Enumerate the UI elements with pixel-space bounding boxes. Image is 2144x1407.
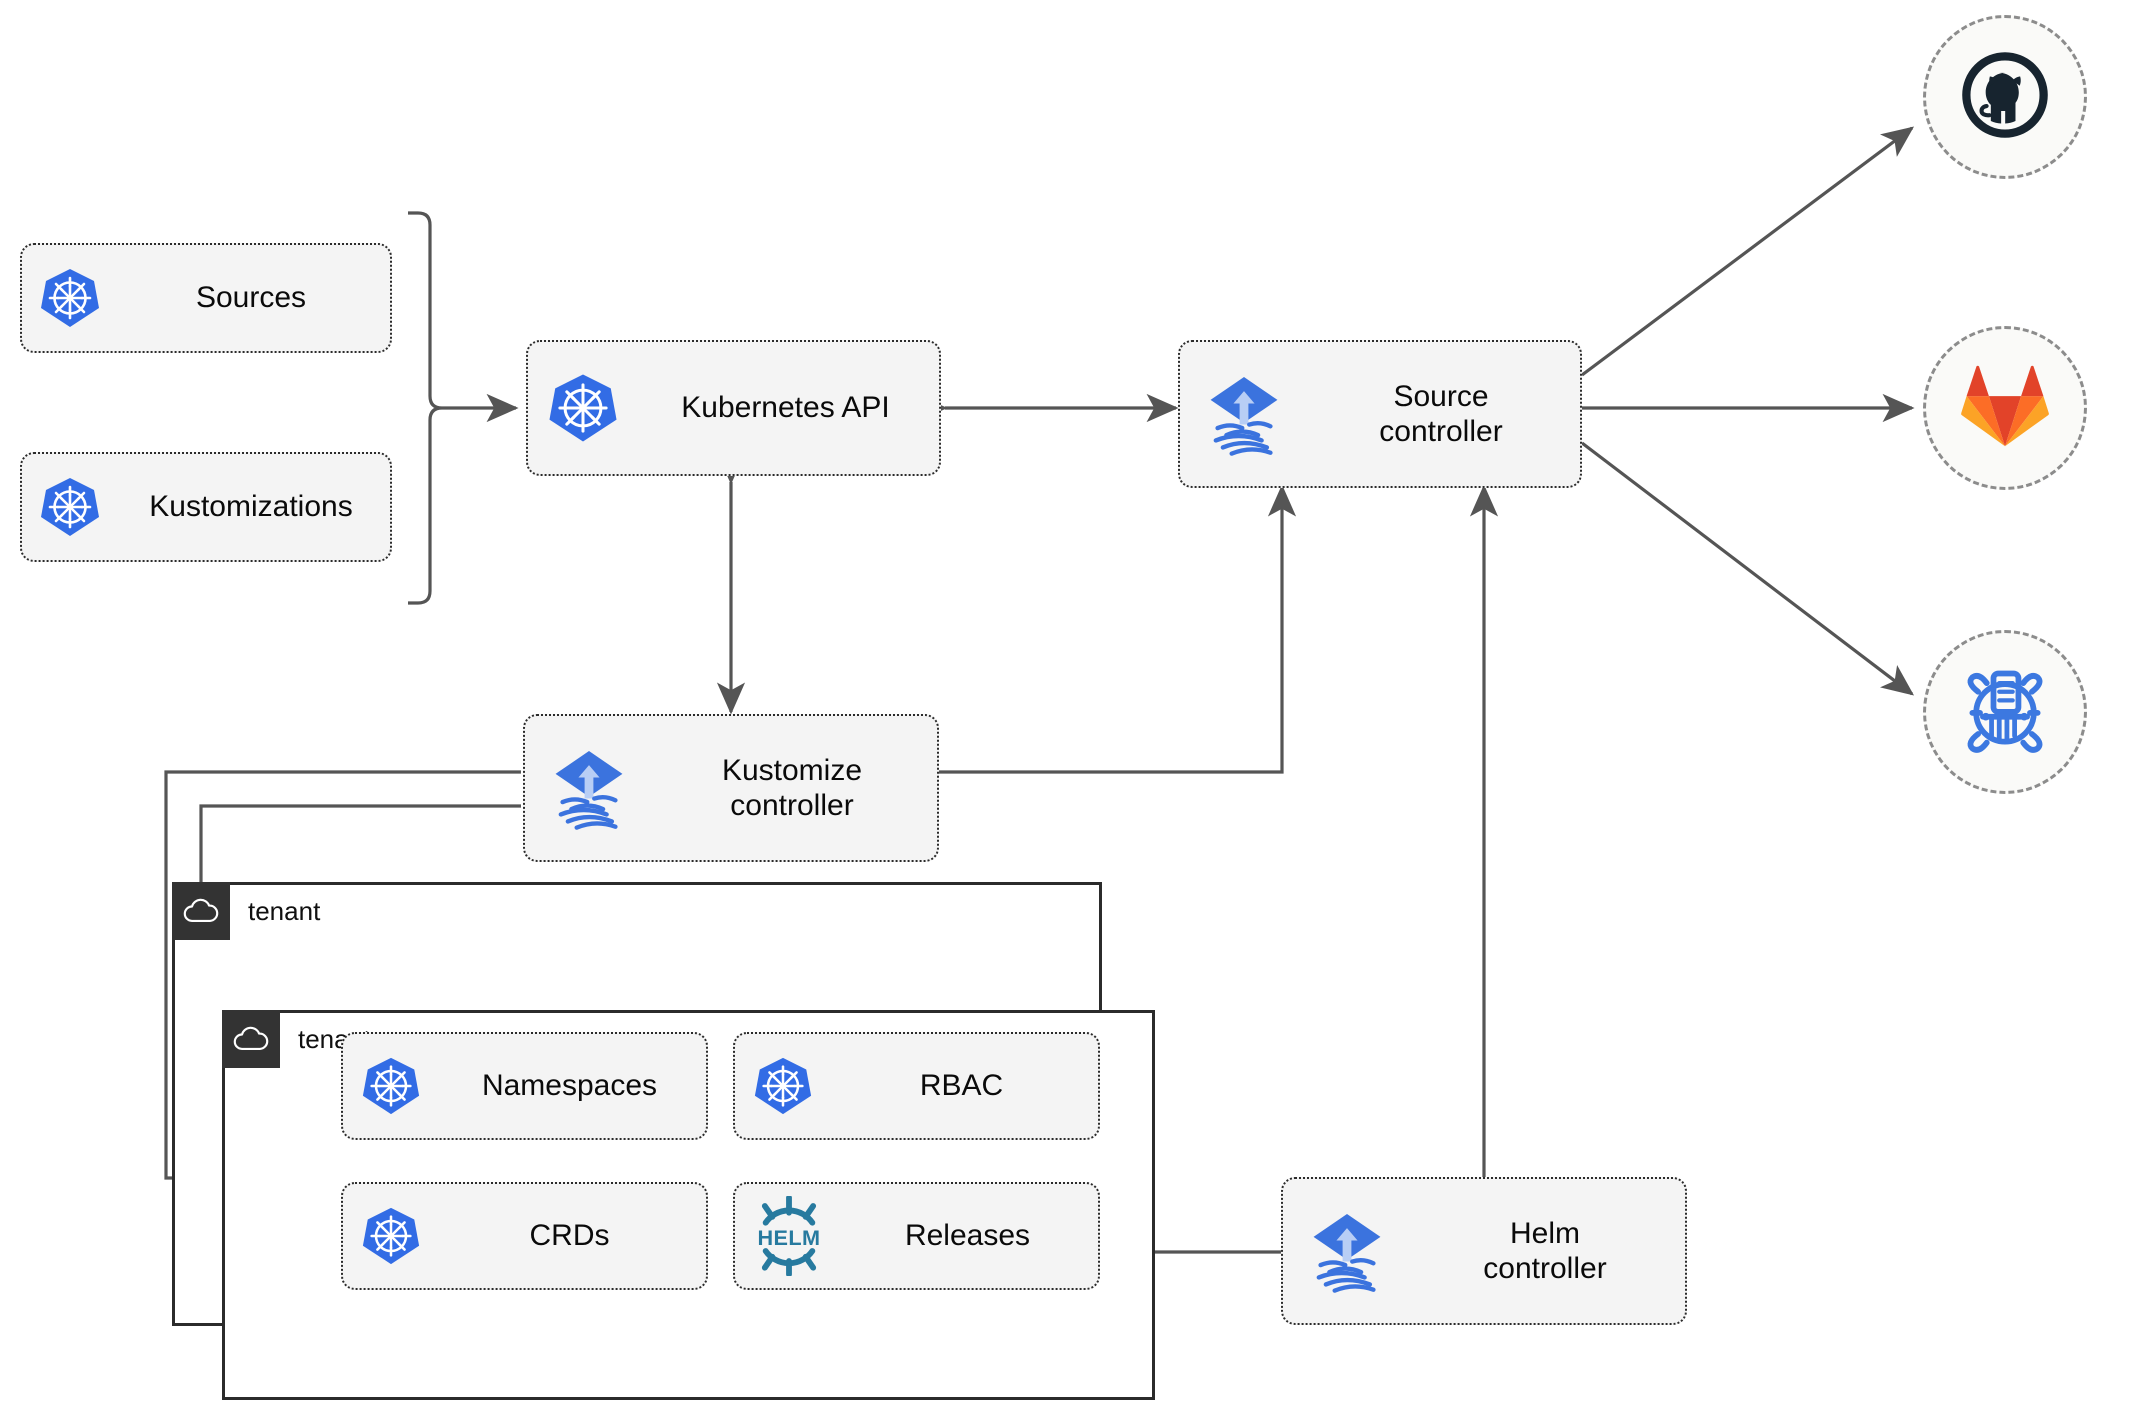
kubernetes-icon [343,1205,439,1267]
node-label: Source controller [1379,379,1503,448]
kubernetes-icon [735,1055,831,1117]
helm-icon: HELM [735,1196,843,1276]
svg-text:HELM: HELM [757,1225,820,1250]
cloud-icon [172,882,230,940]
node-helm-controller[interactable]: Helm controller [1281,1177,1687,1325]
tenant-resource-crds[interactable]: CRDs [341,1182,708,1290]
resource-box-sources[interactable]: Sources [20,243,392,353]
node-label: Kubernetes API [681,391,890,425]
flux-icon [1180,370,1308,458]
provider-helm-repository[interactable] [1923,630,2087,794]
tenant-resource-label: Namespaces [481,1069,658,1103]
kubernetes-icon [343,1055,439,1117]
kubernetes-icon [22,266,118,330]
tenant-label: tenant [248,895,321,926]
gitlab-icon [1960,364,2050,453]
node-source-controller[interactable]: Source controller [1178,340,1582,488]
github-icon [1959,49,2051,146]
node-label: Kustomize controller [721,753,863,822]
resource-box-kustomizations[interactable]: Kustomizations [20,452,392,562]
provider-gitlab[interactable] [1923,326,2087,490]
tenant-resource-label: RBAC [919,1069,1004,1103]
cloud-icon [222,1010,280,1068]
tenant-resource-namespaces[interactable]: Namespaces [341,1032,708,1140]
resource-label: Kustomizations [149,490,353,524]
helm-repository-icon [1957,662,2053,763]
tenant-resource-releases[interactable]: HELM Releases [733,1182,1100,1290]
tenant-resource-label: CRDs [529,1219,610,1253]
provider-github[interactable] [1923,15,2087,179]
kubernetes-icon [528,371,638,445]
node-kubernetes-api[interactable]: Kubernetes API [526,340,941,476]
tenant-resource-label: Releases [904,1219,1031,1253]
flux-icon [525,744,653,832]
tenant-resource-rbac[interactable]: RBAC [733,1032,1100,1140]
node-label: Helm controller [1483,1216,1607,1285]
node-kustomize-controller[interactable]: Kustomize controller [523,714,939,862]
resource-label: Sources [195,281,307,315]
tenant-titlebar: tenant [172,882,320,940]
flux-icon [1283,1207,1411,1295]
kubernetes-icon [22,475,118,539]
